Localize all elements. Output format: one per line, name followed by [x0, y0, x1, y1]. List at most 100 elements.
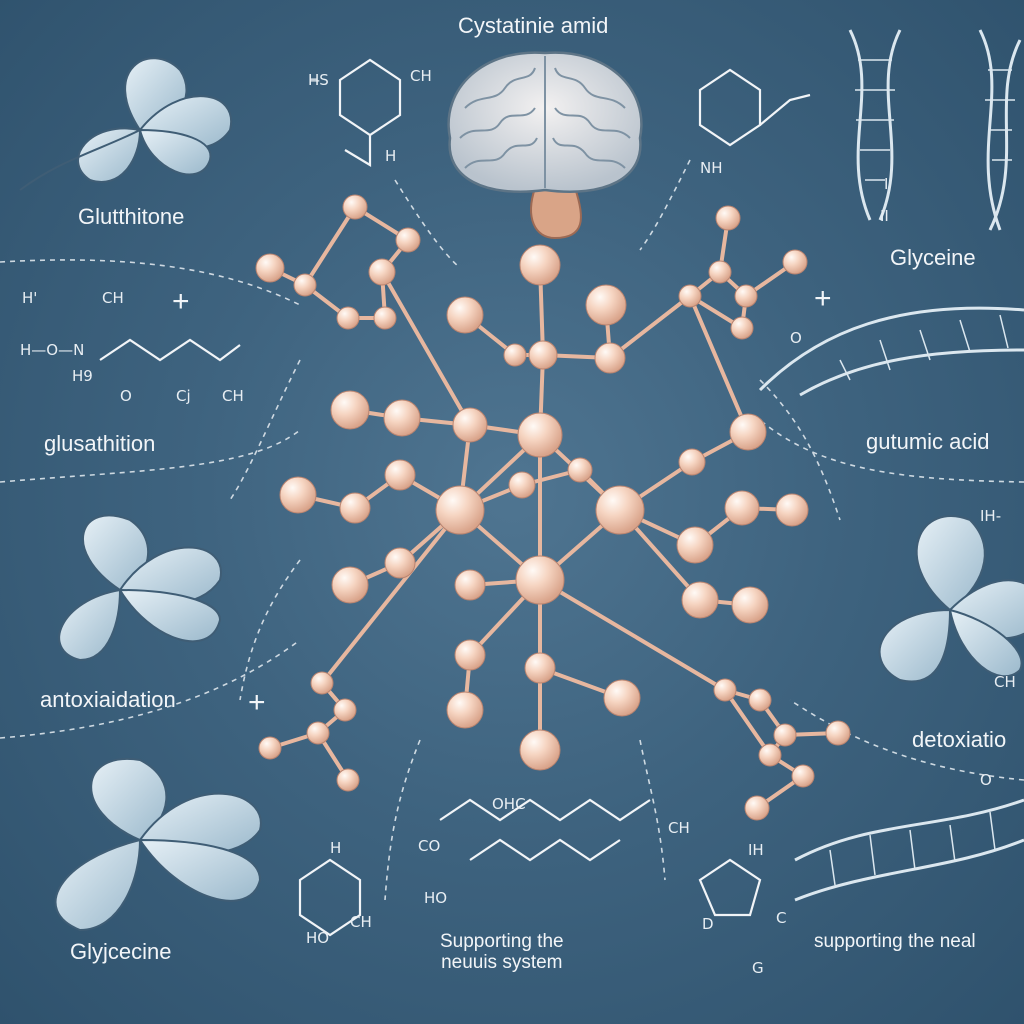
- chem-g-bot: G: [752, 959, 764, 977]
- molecule-atoms: [255, 194, 851, 821]
- chem-ch-right: CH: [994, 673, 1016, 691]
- chem-nh: NH: [700, 159, 723, 177]
- label-glyceine: Glyceine: [890, 245, 976, 270]
- molecule-atom-2: [446, 296, 484, 334]
- molecule-atom-31: [519, 729, 561, 771]
- molecule-atom-8: [330, 390, 370, 430]
- brain-icon: [447, 51, 643, 240]
- molecule-atom-49: [306, 721, 330, 745]
- plus-sign-right: +: [814, 282, 832, 315]
- molecule-atom-32: [446, 691, 484, 729]
- molecule-atom-27: [454, 569, 486, 601]
- molecule-bond-43: [303, 205, 357, 287]
- molecule-atom-12: [515, 555, 565, 605]
- molecule-bond-51: [320, 508, 462, 685]
- molecule-atom-5: [517, 412, 563, 458]
- molecule-atom-4: [503, 343, 527, 367]
- molecule-atom-53: [773, 723, 797, 747]
- label-antoxidation: antoxiaidation: [40, 687, 176, 712]
- molecule-atom-25: [681, 581, 719, 619]
- molecule-atom-42: [678, 284, 702, 308]
- chem-ho: HO: [424, 889, 448, 907]
- chem-o-right: O: [980, 771, 992, 789]
- molecule-atom-48: [333, 698, 357, 722]
- molecule-atom-13: [508, 471, 536, 499]
- molecule-atom-47: [258, 736, 282, 760]
- chem-cj: Cj: [176, 387, 191, 405]
- molecule-atom-44: [734, 284, 758, 308]
- chem-ch-bot: CH: [668, 819, 690, 837]
- label-glusathition: glusathition: [44, 431, 156, 456]
- molecule-atom-38: [336, 306, 360, 330]
- chem-o-left: O: [120, 387, 132, 405]
- label-supporting-left: Supporting the neuuis system: [440, 931, 564, 974]
- molecule-atom-37: [293, 273, 317, 297]
- molecule-atom-57: [744, 795, 770, 821]
- molecule-icon: [99, 58, 811, 937]
- molecule-atom-33: [255, 253, 285, 283]
- molecule-atom-22: [775, 493, 809, 527]
- molecule-atom-9: [383, 399, 421, 437]
- chem-ch-left: CH: [102, 289, 124, 307]
- molecule-atom-16: [339, 492, 371, 524]
- label-glyjcecine: Glyjcecine: [70, 939, 172, 964]
- molecule-atom-23: [729, 413, 767, 451]
- molecule-atom-36: [368, 258, 396, 286]
- molecule-atom-24: [678, 448, 706, 476]
- molecule-atom-21: [724, 490, 760, 526]
- molecule-atom-41: [782, 249, 808, 275]
- molecule-atom-52: [748, 688, 772, 712]
- molecule-atom-40: [715, 205, 741, 231]
- label-detoxiation: detoxiatio: [912, 727, 1007, 752]
- molecule-atom-18: [331, 566, 369, 604]
- leaf-icon: [19, 57, 1024, 932]
- dna-helix-icon: [758, 29, 1024, 902]
- molecule-atom-7: [594, 342, 626, 374]
- molecule-bond-36: [380, 270, 472, 427]
- chem-ih-bot: IH: [748, 841, 764, 859]
- molecule-atom-39: [373, 306, 397, 330]
- molecule-atom-46: [310, 671, 334, 695]
- molecule-atom-55: [758, 743, 782, 767]
- chem-d: D: [702, 915, 714, 933]
- chem-o: O: [790, 329, 802, 347]
- plus-sign-left: +: [172, 285, 190, 318]
- chem-i1: I: [884, 175, 889, 193]
- label-supporting-right: supporting the neal: [814, 931, 976, 952]
- chem-ho-bot: HO: [306, 929, 330, 947]
- chem-ii: II: [880, 207, 889, 225]
- label-supporting-left-line1: Supporting the: [440, 931, 564, 952]
- molecule-bond-44: [688, 294, 750, 434]
- molecule-atom-26: [731, 586, 769, 624]
- chem-ch-bot2: CH: [350, 913, 372, 931]
- plus-sign-bottom: +: [248, 686, 266, 719]
- molecule-atom-28: [454, 639, 486, 671]
- molecule-atom-6: [452, 407, 488, 443]
- chem-h9: H9: [72, 367, 93, 385]
- molecule-bond-57: [538, 578, 727, 692]
- molecule-atom-35: [395, 227, 421, 253]
- molecule-atom-50: [336, 768, 360, 792]
- chem-co: CO: [418, 837, 441, 855]
- molecule-atom-34: [342, 194, 368, 220]
- molecule-atom-56: [791, 764, 815, 788]
- chem-h-left: H': [22, 289, 38, 307]
- molecule-bond-65: [608, 294, 692, 360]
- molecule-atom-15: [279, 476, 317, 514]
- molecule-atom-19: [384, 547, 416, 579]
- molecule-atom-45: [730, 316, 754, 340]
- chem-ch-left2: CH: [222, 387, 244, 405]
- label-supporting-left-line2: neuuis system: [441, 951, 563, 973]
- chem-ih: IH-: [980, 507, 1002, 525]
- molecule-atom-43: [708, 260, 732, 284]
- molecule-atom-11: [595, 485, 645, 535]
- chem-c-bot: C: [776, 909, 787, 927]
- label-gutumic-acid: gutumic acid: [866, 429, 990, 454]
- molecule-atom-51: [713, 678, 737, 702]
- chem-h-top: H: [385, 147, 397, 165]
- chem-ohc: OHC: [492, 795, 526, 813]
- molecule-atom-1: [585, 284, 627, 326]
- molecule-atom-17: [384, 459, 416, 491]
- label-top-title: Cystatinie amid: [458, 13, 609, 38]
